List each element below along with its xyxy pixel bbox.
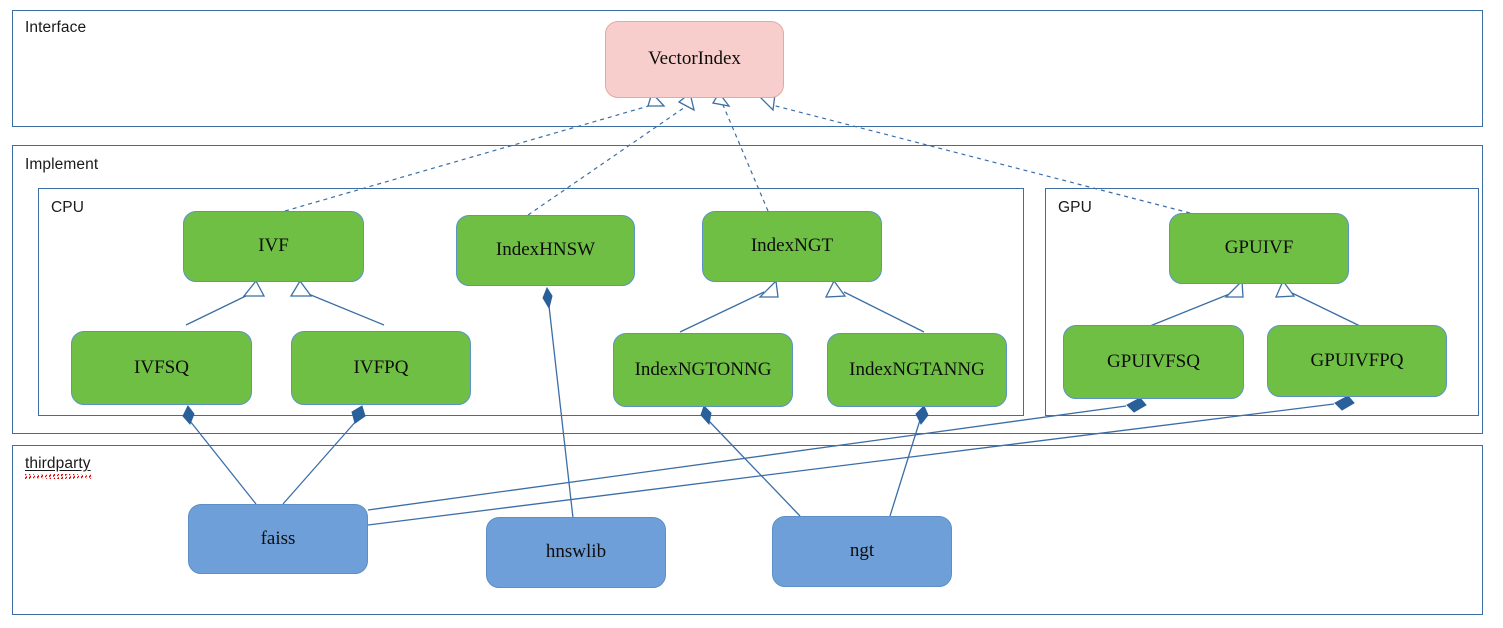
node-gpuivfpq[interactable]: GPUIVFPQ bbox=[1267, 325, 1447, 397]
node-faiss[interactable]: faiss bbox=[188, 504, 368, 574]
node-hnswlib[interactable]: hnswlib bbox=[486, 517, 666, 588]
group-label-cpu: CPU bbox=[51, 199, 85, 216]
group-label-implement: Implement bbox=[25, 156, 99, 173]
node-ivfsq[interactable]: IVFSQ bbox=[71, 331, 252, 405]
node-gpuivf[interactable]: GPUIVF bbox=[1169, 213, 1349, 284]
node-ivfpq[interactable]: IVFPQ bbox=[291, 331, 471, 405]
node-vectorindex[interactable]: VectorIndex bbox=[605, 21, 784, 98]
group-label-thirdparty: thirdparty bbox=[25, 455, 91, 479]
group-label-interface: Interface bbox=[25, 19, 87, 36]
node-indexngt[interactable]: IndexNGT bbox=[702, 211, 882, 282]
node-indexngtanng[interactable]: IndexNGTANNG bbox=[827, 333, 1007, 407]
node-ivf[interactable]: IVF bbox=[183, 211, 364, 282]
node-indexngtonng[interactable]: IndexNGTONNG bbox=[613, 333, 793, 407]
node-ngt[interactable]: ngt bbox=[772, 516, 952, 587]
node-indexhnsw[interactable]: IndexHNSW bbox=[456, 215, 635, 286]
spellcheck-squiggle bbox=[25, 474, 91, 479]
group-label-gpu: GPU bbox=[1058, 199, 1092, 216]
node-gpuivfsq[interactable]: GPUIVFSQ bbox=[1063, 325, 1244, 399]
